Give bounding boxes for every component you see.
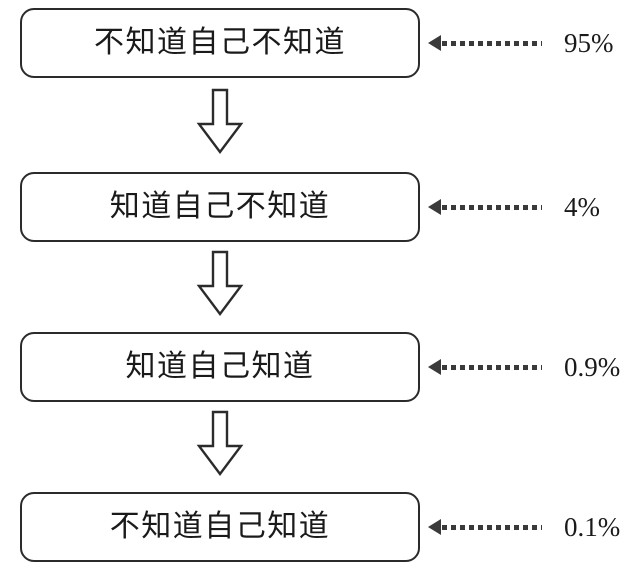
dotted-line [442,524,542,530]
flowchart-row: 不知道自己不知道 95% [0,8,640,78]
flowchart-node-label: 不知道自己不知道 [94,26,346,59]
flowchart-node-2[interactable]: 知道自己不知道 [20,172,420,242]
flowchart-row: 知道自己不知道 4% [0,172,640,242]
callout-3: 0.9% [428,332,640,402]
percent-label: 0.1% [564,511,621,542]
percent-label: 95% [564,27,614,58]
dotted-arrow-left-icon [428,35,441,51]
callout-2: 4% [428,172,640,242]
flowchart-node-4[interactable]: 不知道自己知道 [20,492,420,562]
flowchart-node-label: 知道自己不知道 [109,190,331,223]
flowchart-row: 知道自己知道 0.9% [0,332,640,402]
flowchart-row: 不知道自己知道 0.1% [0,492,640,562]
dotted-line [442,364,542,370]
dotted-line [442,204,542,210]
dotted-line [442,40,542,46]
down-arrow-icon [196,250,244,316]
flowchart-node-label: 不知道自己知道 [109,510,331,543]
flowchart-node-1[interactable]: 不知道自己不知道 [20,8,420,78]
callout-4: 0.1% [428,492,640,562]
dotted-arrow-left-icon [428,199,441,215]
down-arrow-icon [196,410,244,476]
flowchart-node-3[interactable]: 知道自己知道 [20,332,420,402]
dotted-arrow-left-icon [428,359,441,375]
flowchart-node-label: 知道自己知道 [125,350,315,383]
callout-1: 95% [428,8,640,78]
percent-label: 4% [564,191,600,222]
dotted-arrow-left-icon [428,519,441,535]
down-arrow-icon [196,88,244,154]
percent-label: 0.9% [564,351,621,382]
